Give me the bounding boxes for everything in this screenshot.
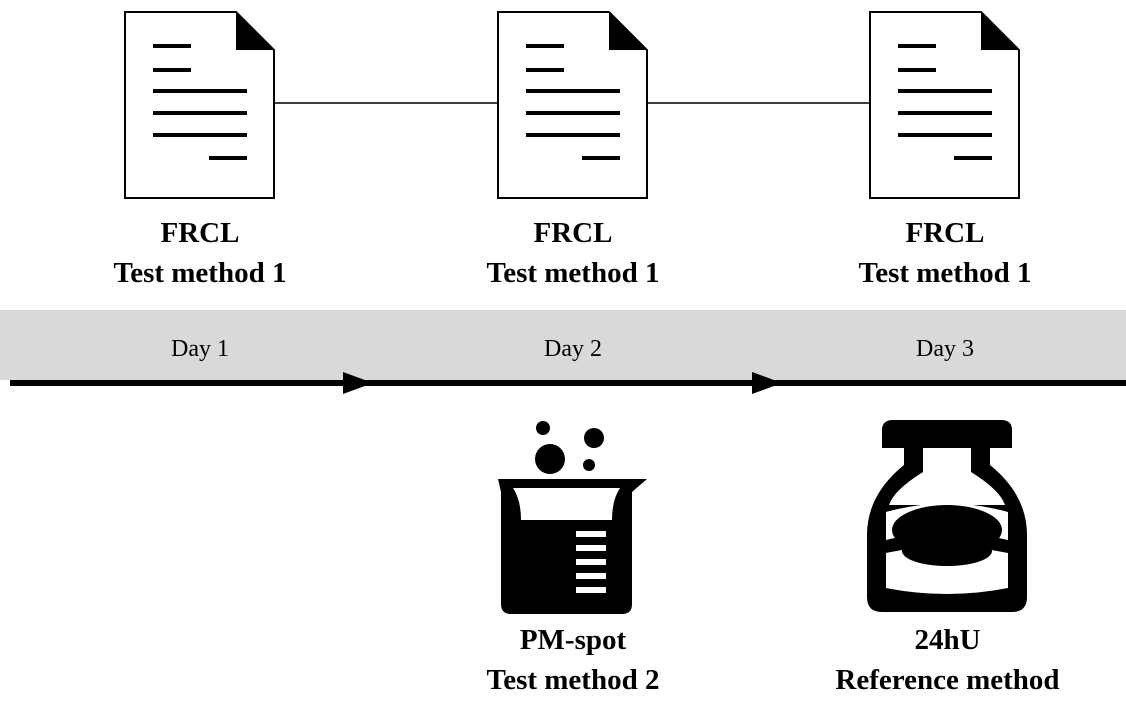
method-subtitle: Reference method [835, 664, 1060, 696]
beaker-icon [498, 421, 647, 614]
collection-bottle-icon [867, 420, 1027, 612]
document-label: FRCL Test method 1 [433, 213, 713, 293]
document-icon [497, 11, 648, 199]
document-title: FRCL [905, 217, 985, 249]
document-label: FRCL Test method 1 [805, 213, 1085, 293]
timeline-band [0, 310, 1126, 380]
timeline-arrow [10, 372, 1126, 394]
method-label: 24hU Reference method [790, 620, 1105, 700]
method-title: PM-spot [519, 624, 627, 656]
method-subtitle: Test method 2 [486, 664, 660, 696]
document-icon [124, 11, 275, 199]
document-subtitle: Test method 1 [858, 257, 1032, 289]
document-title: FRCL [160, 217, 240, 249]
document-subtitle: Test method 1 [486, 257, 660, 289]
arrowhead-icon [343, 372, 373, 394]
document-label: FRCL Test method 1 [60, 213, 340, 293]
day-label: Day 3 [916, 336, 974, 362]
day-label: Day 1 [171, 336, 229, 362]
document-icon [869, 11, 1020, 199]
document-subtitle: Test method 1 [113, 257, 287, 289]
day-label: Day 2 [544, 336, 602, 362]
method-label: PM-spot Test method 2 [433, 620, 713, 700]
document-title: FRCL [533, 217, 613, 249]
method-title: 24hU [914, 624, 981, 656]
arrowhead-icon [752, 372, 782, 394]
